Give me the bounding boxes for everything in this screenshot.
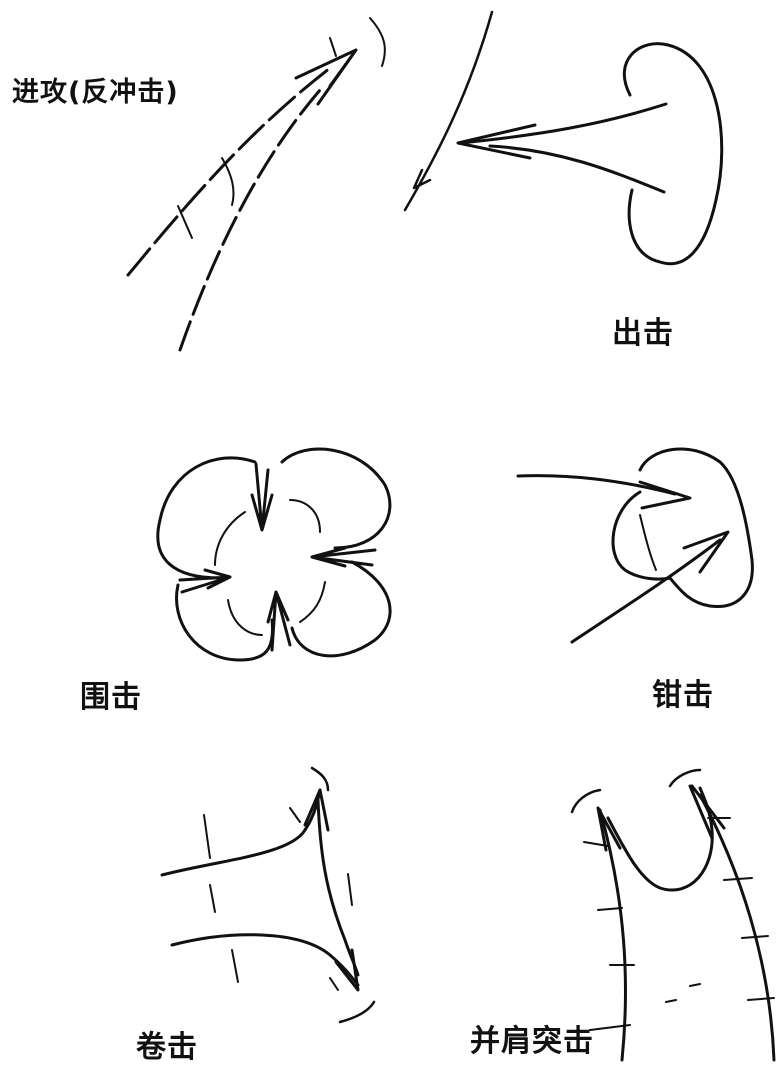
sortie-diagram <box>403 10 724 266</box>
encircle-arrow-right <box>310 546 377 568</box>
label-encircle: 围击 <box>80 680 142 715</box>
pincer-inner-line <box>639 514 657 571</box>
roll-arrowhead-lower <box>334 948 360 992</box>
encircle-arrow-bottom <box>266 590 292 652</box>
encircle-diagram <box>156 447 392 662</box>
pincer-pocket <box>611 447 754 608</box>
roll-arrow-lower <box>170 933 360 987</box>
sortie-enemy-line <box>403 10 494 212</box>
roll-arrow-upper <box>160 788 322 877</box>
shoulder-right-arrowhead <box>688 784 726 840</box>
shoulder-front-left <box>570 788 602 814</box>
label-attack: 进攻(反冲击) <box>12 77 179 108</box>
shoulder-front-right <box>668 768 702 788</box>
encircle-arrow-left <box>178 568 232 594</box>
encircle-inner-ring <box>214 499 326 636</box>
sortie-pocket <box>622 42 724 266</box>
pincer-arrow-lower <box>570 538 722 644</box>
roll-diagram <box>160 766 376 1024</box>
shoulder-left-arrowhead <box>596 806 622 852</box>
attack-front-line <box>369 17 386 67</box>
sortie-arrowhead <box>456 123 537 160</box>
sortie-arrow-lower <box>488 144 666 194</box>
pincer-arrowhead-upper <box>638 480 692 510</box>
attack-arrowhead <box>294 48 358 106</box>
label-sortie: 出击 <box>612 316 674 351</box>
pincer-arrow-upper <box>516 474 677 496</box>
roll-rear-line <box>338 1000 376 1024</box>
shoulder-right-outer <box>698 793 776 1062</box>
sortie-enemy-arrowhead <box>412 168 432 190</box>
roll-arrowhead-upper <box>303 788 330 832</box>
attack-upper-arrow-dashed <box>126 66 332 277</box>
encircle-lobes <box>156 447 392 662</box>
shoulder-diagram <box>570 768 776 1062</box>
attack-tick <box>177 205 193 239</box>
shoulder-left-outer <box>598 808 627 1062</box>
attack-lower-arrow-dashed <box>178 88 322 352</box>
attack-cross-line <box>221 157 235 206</box>
label-shoulder: 并肩突击 <box>470 1024 594 1059</box>
shoulder-ticks <box>583 817 775 1031</box>
roll-ticks <box>203 807 353 991</box>
pincer-diagram <box>516 447 754 644</box>
label-roll: 卷击 <box>136 1030 198 1065</box>
roll-front-line <box>310 766 330 792</box>
encircle-arrow-top <box>250 462 274 532</box>
sortie-arrow-upper <box>458 102 668 145</box>
label-pincer: 钳击 <box>652 678 714 713</box>
attack-diagram <box>126 17 386 352</box>
attack-front-line-2 <box>329 37 337 57</box>
pincer-arrowhead-lower <box>682 530 730 574</box>
